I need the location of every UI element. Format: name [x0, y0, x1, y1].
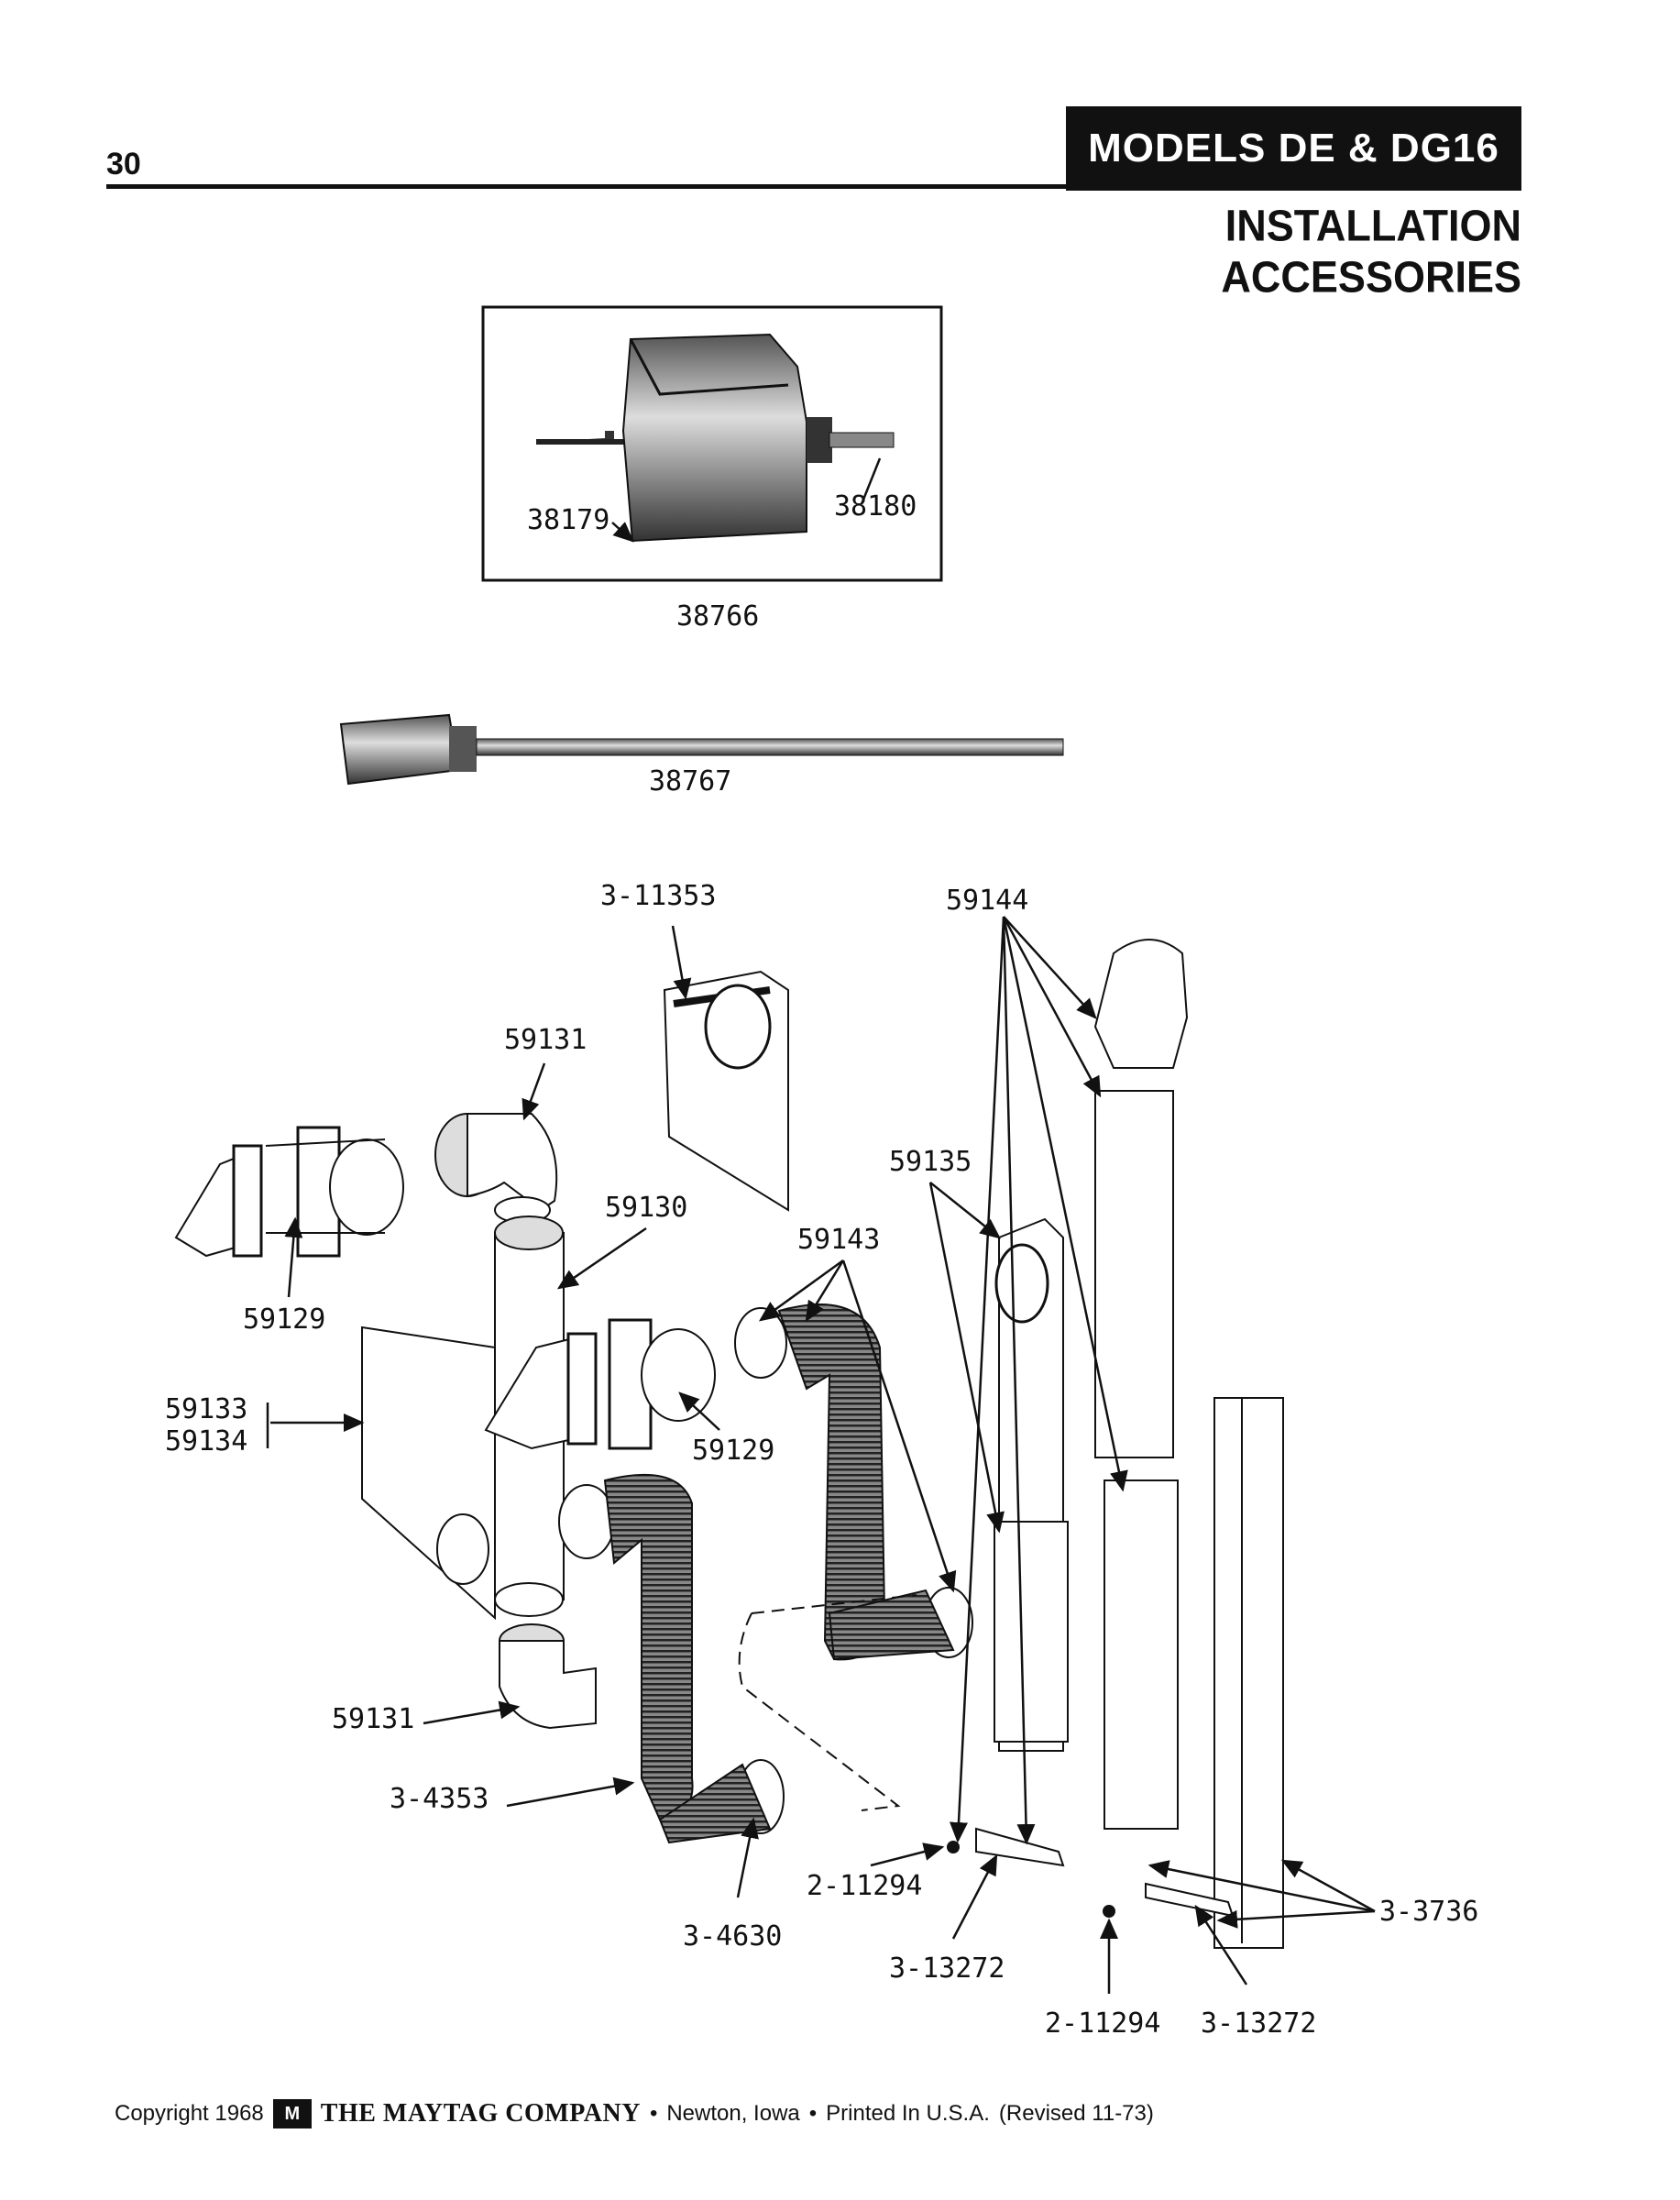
flex-duct-left [558, 1473, 785, 1844]
footer-location: Newton, Iowa [666, 2101, 800, 2126]
flex-duct-right [734, 1304, 973, 1661]
footer-copyright: Copyright 1968 [115, 2101, 264, 2126]
rect-ducts [994, 939, 1284, 1949]
maytag-logo-icon: M [272, 2099, 312, 2128]
header-rule [106, 184, 1521, 189]
label-59134: 59134 [165, 1425, 248, 1458]
label-2-11294-left: 2-11294 [807, 1870, 923, 1902]
label-38180: 38180 [834, 490, 917, 522]
label-59133: 59133 [165, 1393, 248, 1425]
label-3-11353: 3-11353 [600, 880, 717, 912]
extension-tool [339, 713, 1064, 786]
plate-part [663, 970, 789, 1212]
label-2-11294-right: 2-11294 [1045, 2008, 1161, 2040]
label-38767: 38767 [649, 765, 732, 798]
label-3-4353: 3-4353 [390, 1783, 489, 1815]
label-38179: 38179 [527, 504, 610, 536]
label-59143: 59143 [797, 1224, 881, 1256]
label-59135: 59135 [889, 1146, 972, 1178]
footer-company: THE MAYTAG COMPANY [320, 2099, 641, 2128]
label-3-13272-left: 3-13272 [889, 1952, 1005, 1985]
wall-cap-left [174, 1126, 404, 1258]
hole-saw-photo [481, 305, 943, 582]
label-3-13272-right: 3-13272 [1201, 2008, 1317, 2040]
page-number: 30 [106, 147, 141, 182]
label-59144: 59144 [946, 885, 1029, 917]
label-38766: 38766 [676, 600, 760, 632]
label-3-3736: 3-3736 [1379, 1896, 1479, 1928]
footer-bullet-2: • [808, 2101, 818, 2126]
label-59131-upper: 59131 [504, 1024, 587, 1056]
label-59129-left: 59129 [243, 1304, 326, 1336]
wall-plate [361, 1326, 496, 1621]
label-3-4630: 3-4630 [683, 1920, 783, 1952]
footer-bullet-1: • [649, 2101, 658, 2126]
label-59129-center: 59129 [692, 1435, 775, 1467]
footer-printed: Printed In U.S.A. [826, 2101, 990, 2126]
models-title: MODELS DE & DG16 [1088, 126, 1499, 170]
elbow-lower [499, 1623, 597, 1730]
leader-lines [266, 457, 1376, 1994]
footer: Copyright 1968 M THE MAYTAG COMPANY • Ne… [115, 2099, 1154, 2128]
label-59130: 59130 [605, 1192, 688, 1224]
section-title: INSTALLATION ACCESSORIES [1221, 200, 1521, 302]
footer-revised: (Revised 11-73) [998, 2101, 1154, 2126]
label-59131-lower: 59131 [332, 1703, 415, 1735]
elbow-upper [434, 1113, 558, 1224]
models-banner: MODELS DE & DG16 [1066, 106, 1521, 191]
